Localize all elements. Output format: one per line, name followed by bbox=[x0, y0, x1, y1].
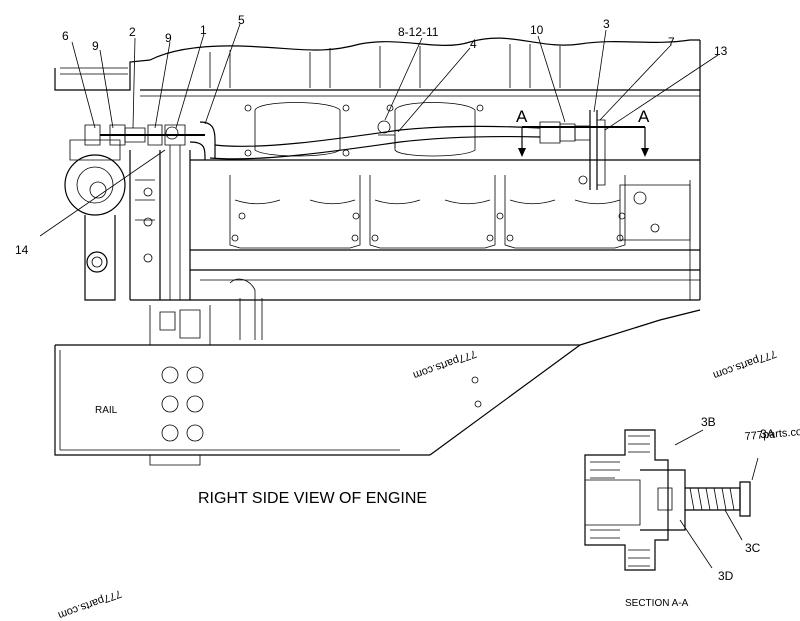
watermark-2: 777parts.com bbox=[711, 347, 778, 381]
frame-rail bbox=[54, 309, 701, 466]
section-title: SECTION A-A bbox=[625, 598, 689, 609]
callout-8-12-11: 8-12-11 bbox=[398, 25, 439, 39]
section-detail bbox=[584, 429, 759, 571]
diagram-title: RIGHT SIDE VIEW OF ENGINE bbox=[198, 490, 427, 507]
watermark-3: 777parts.com bbox=[56, 587, 123, 621]
callout-13: 13 bbox=[714, 44, 728, 58]
section-marker-left: A bbox=[516, 107, 528, 126]
rail-label: RAIL bbox=[95, 405, 118, 416]
engine-block bbox=[54, 37, 701, 346]
callout-3: 3 bbox=[603, 17, 610, 31]
callout-6: 6 bbox=[62, 29, 69, 43]
callout-9a: 9 bbox=[92, 39, 99, 53]
callout-3b: 3B bbox=[701, 415, 716, 429]
watermark-1: 777parts.com bbox=[411, 347, 478, 381]
leader-lines bbox=[39, 23, 719, 237]
callout-14: 14 bbox=[15, 243, 29, 257]
callout-1: 1 bbox=[200, 23, 207, 37]
section-marker-right: A bbox=[638, 107, 650, 126]
hose-assembly bbox=[84, 110, 606, 300]
watermarks: 777parts.com 777parts.com 777parts.com 7… bbox=[56, 347, 800, 621]
callout-10: 10 bbox=[530, 23, 544, 37]
section-cut-line: A A bbox=[516, 107, 650, 157]
callout-5: 5 bbox=[238, 13, 245, 27]
callout-3c: 3C bbox=[745, 541, 761, 555]
callout-4: 4 bbox=[470, 37, 477, 51]
callout-3d: 3D bbox=[718, 569, 734, 583]
callouts: 6 9 2 9 1 5 8-12-11 4 10 3 7 13 14 3B 3A… bbox=[15, 13, 775, 583]
watermark-4: 777parts.com bbox=[744, 425, 800, 443]
callout-2: 2 bbox=[129, 25, 136, 39]
callout-9b: 9 bbox=[165, 31, 172, 45]
front-pump-assembly bbox=[64, 139, 126, 301]
callout-7: 7 bbox=[668, 35, 675, 49]
callout-3a: 3A bbox=[760, 427, 775, 441]
